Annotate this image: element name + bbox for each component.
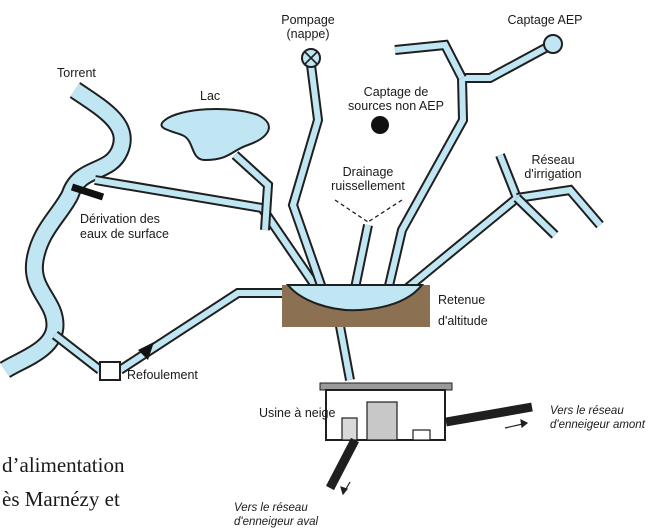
label-reseau-2: d'irrigation — [524, 167, 581, 181]
label-captage-sources-1: Captage de — [364, 85, 429, 99]
torrent-river — [0, 82, 132, 379]
derivation-marker — [70, 183, 105, 201]
pompage-icon — [301, 48, 321, 68]
lac-shape — [160, 107, 270, 162]
retenue-reservoir — [282, 284, 430, 327]
label-retenue-1: Retenue — [438, 293, 485, 307]
label-pompage-sub: (nappe) — [286, 27, 329, 41]
pipe-amont — [445, 402, 533, 427]
label-derivation-2: eaux de surface — [80, 227, 169, 241]
caption-line-1: d’alimentation — [2, 453, 125, 477]
captage-sources-node — [371, 116, 389, 134]
label-torrent: Torrent — [57, 66, 96, 80]
label-amont-1: Vers le réseau — [550, 405, 624, 417]
refoulement-arrow — [138, 342, 154, 360]
drainage-dashes — [334, 199, 403, 223]
captage-aep-node — [543, 34, 563, 54]
label-amont-2: d'enneigeur amont — [550, 419, 646, 431]
label-captage-aep: Captage AEP — [507, 13, 582, 27]
label-drainage-1: Drainage — [343, 165, 394, 179]
label-refoulement: Refoulement — [127, 368, 198, 382]
label-drainage-2: ruissellement — [331, 179, 405, 193]
label-aval-1: Vers le réseau — [234, 502, 308, 514]
pipe-aval — [326, 437, 359, 491]
pipe-network — [51, 39, 604, 381]
label-aval-2: d'enneigeur aval — [234, 516, 318, 528]
label-pompage: Pompage — [281, 13, 335, 27]
label-usine: Usine à neige — [259, 406, 335, 420]
label-captage-sources-2: sources non AEP — [348, 99, 444, 113]
usine-building — [319, 382, 453, 441]
refoulement-box — [99, 361, 121, 381]
direction-arrows — [340, 418, 529, 496]
caption-line-2: ès Marnézy et — [2, 487, 120, 511]
label-lac: Lac — [200, 89, 220, 103]
label-reseau-1: Réseau — [531, 153, 574, 167]
label-derivation-1: Dérivation des — [80, 212, 160, 226]
label-retenue-2: d'altitude — [438, 314, 488, 328]
